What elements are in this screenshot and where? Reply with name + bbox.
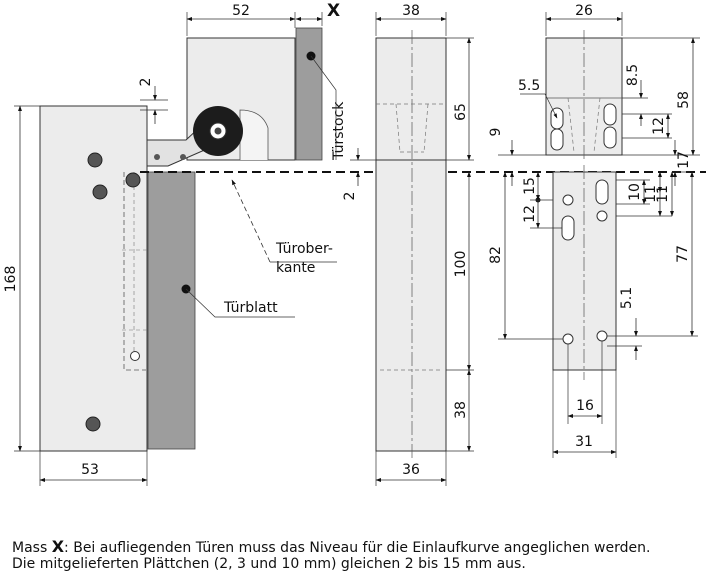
label-tuerstock: Türstock	[331, 101, 347, 161]
slot	[550, 128, 564, 151]
dim-16: 16	[576, 398, 594, 414]
dim-12-right: 12	[651, 117, 667, 135]
front-lower-body	[375, 159, 447, 452]
dim-15: 15	[522, 177, 538, 195]
note-line-2: Die mitgelieferten Plättchen (2, 3 und 1…	[12, 556, 526, 572]
door-leaf	[147, 171, 196, 450]
dim-58: 58	[676, 91, 692, 109]
slot	[595, 179, 609, 205]
dim-11b: 11	[655, 185, 671, 203]
dim-2-mid: 2	[342, 192, 358, 201]
technical-drawing: 52 X 2 168 53 Türstock Türober- kante Tü…	[3, 1, 706, 486]
front-view	[375, 30, 447, 460]
screw	[87, 152, 103, 168]
note-line-1-text: : Bei aufliegenden Türen muss das Niveau…	[64, 540, 651, 556]
dim-5-1: 5.1	[619, 287, 635, 309]
dim-168: 168	[3, 266, 19, 293]
dim-38-top: 38	[402, 3, 420, 19]
dim-36: 36	[402, 462, 420, 478]
slot	[561, 215, 575, 241]
dim-26: 26	[575, 3, 593, 19]
dim-77: 77	[675, 245, 691, 263]
dim-10: 10	[627, 183, 643, 201]
front-upper-body	[375, 37, 447, 161]
dim-52: 52	[232, 3, 250, 19]
screw	[125, 172, 141, 188]
mounting-hole	[562, 194, 574, 206]
dim-8-5: 8.5	[625, 64, 641, 86]
front-view-dimensions: 38 65 100 38 2 36	[342, 3, 474, 486]
dim-17: 17	[676, 151, 692, 169]
label-tuerblatt: Türblatt	[223, 300, 278, 316]
note-prefix: Mass	[12, 540, 52, 556]
dim-5-5: 5.5	[518, 78, 540, 94]
dim-x-mark: X	[327, 1, 340, 21]
dim-82: 82	[488, 246, 504, 264]
label-tueroberkante-2: kante	[276, 260, 315, 276]
dim-11a: 11	[643, 185, 659, 203]
side-view	[39, 27, 323, 452]
mounting-plates-dimensions: 26 5.5 8.5 12 58 17 9 15 12 10	[488, 3, 700, 458]
door-frame-strip	[295, 27, 323, 161]
dim-9: 9	[488, 128, 504, 137]
screw	[92, 184, 108, 200]
dim-31: 31	[575, 434, 593, 450]
slot	[603, 103, 617, 126]
mounting-hole	[596, 330, 608, 342]
dim-2-top: 2	[138, 78, 154, 87]
screw	[85, 416, 101, 432]
mounting-plates-view	[535, 30, 623, 380]
slot	[603, 126, 617, 149]
dim-38-bottom: 38	[453, 401, 469, 419]
dim-53: 53	[81, 462, 99, 478]
note-x-mark: X	[51, 537, 65, 556]
dim-100: 100	[453, 251, 469, 278]
mounting-hole	[562, 333, 574, 345]
dim-12-left: 12	[522, 205, 538, 223]
mounting-hole	[596, 210, 608, 222]
slot	[550, 107, 564, 130]
note-line-1: Mass X: Bei aufliegenden Türen muss das …	[12, 537, 650, 558]
dim-65: 65	[453, 103, 469, 121]
side-view-dimensions: 52 X 2 168 53 Türstock Türober- kante Tü…	[3, 1, 347, 486]
label-tueroberkante-1: Türober-	[275, 241, 333, 257]
